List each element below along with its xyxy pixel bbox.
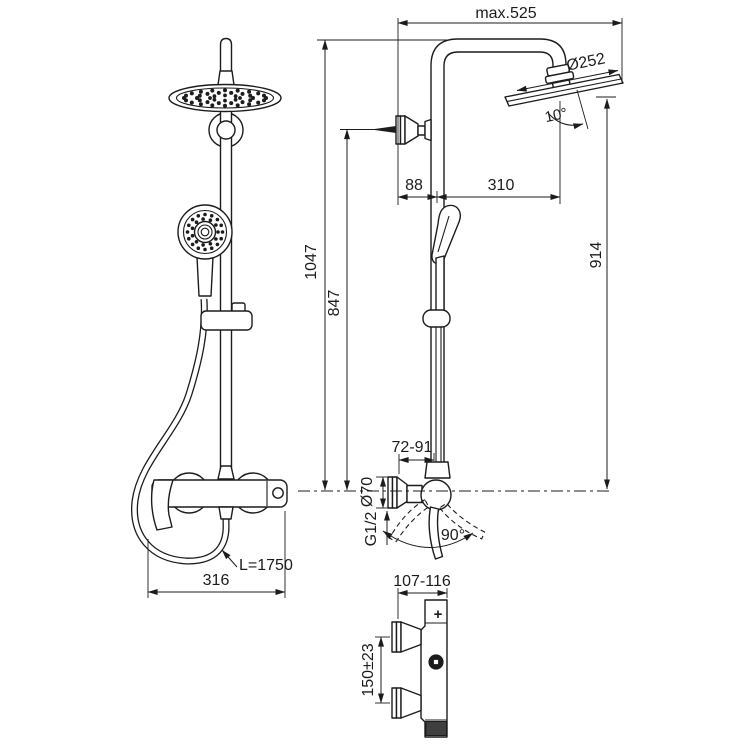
dim-head-tilt-label: 10° [543, 105, 569, 126]
dim-projection: 72-91 [392, 439, 435, 474]
dim-projection-label: 72-91 [392, 439, 433, 456]
head-collar [217, 70, 235, 86]
dim-max-width-label: max.525 [475, 5, 536, 22]
hand-shower-side [431, 204, 461, 265]
dim-thread: G1/2 [363, 510, 390, 547]
dim-total-height: 1047 [303, 39, 450, 491]
overhead-shower-nozzles [182, 88, 268, 108]
dim-bracket-height: 847 [326, 129, 396, 491]
inlet-top [391, 621, 422, 653]
dim-bracket-height-label: 847 [326, 290, 343, 317]
dim-overall-width: 316 [147, 511, 286, 598]
dim-head-diameter-label: Ø252 [565, 50, 607, 74]
bottom-view: + 107-116 150±23 [360, 573, 451, 738]
dim-riser-to-head-label: 310 [488, 177, 515, 194]
riser-arm [430, 38, 567, 479]
dim-depth-label: 107-116 [393, 573, 451, 590]
dim-escutcheon-label: Ø70 [359, 477, 376, 507]
slider-holder-side [422, 309, 451, 328]
side-view: max.525 Ø252 10° 88 310 1047 [298, 5, 624, 560]
dim-wall-to-riser-label: 88 [405, 177, 423, 194]
dim-thread-label: G1/2 [363, 512, 380, 547]
shower-hose [131, 298, 230, 565]
dim-hose-length-label: L=1750 [239, 557, 293, 574]
dim-head-tilt: 10° [543, 89, 589, 130]
dim-depth: 107-116 [393, 573, 451, 619]
riser-pipe [219, 37, 233, 479]
inlet-bottom [391, 687, 422, 719]
mixer-lever-front [150, 479, 174, 531]
hand-shower-handle [196, 256, 214, 297]
dim-overall-width-label: 316 [203, 572, 230, 589]
bottom-cap [425, 721, 447, 736]
wall-bracket [395, 115, 432, 145]
dim-hose-length: L=1750 [221, 549, 293, 574]
dim-total-height-label: 1047 [303, 244, 320, 280]
hand-shower-nozzles [185, 212, 225, 252]
dim-max-width: max.525 [397, 5, 623, 205]
dim-inlet-spacing: 150±23 [360, 636, 390, 704]
dim-wall-to-riser: 88 [397, 177, 438, 203]
mixer-side [384, 461, 487, 560]
dim-lever-swivel-label: 90° [441, 527, 465, 544]
dim-escutcheon: Ø70 [359, 476, 390, 509]
hot-indicator: + [434, 606, 443, 623]
dim-riser-to-head: 310 [436, 101, 561, 204]
dim-head-height-label: 914 [588, 242, 605, 269]
front-view: L=1750 316 [131, 37, 293, 598]
overhead-shower [168, 83, 282, 113]
dim-head-height: 914 [588, 96, 616, 490]
pivot-axle [216, 120, 236, 140]
dim-inlet-spacing-label: 150±23 [360, 643, 377, 696]
mixer-front [150, 465, 288, 531]
dim-lever-swivel: 90° [382, 527, 474, 548]
